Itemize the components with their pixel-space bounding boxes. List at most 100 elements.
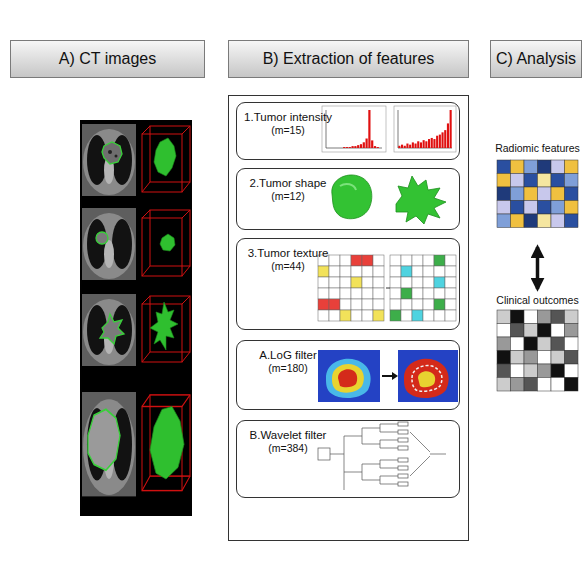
texture-matrix — [340, 255, 351, 266]
texture-matrix — [340, 299, 351, 310]
texture-matrix — [318, 299, 329, 310]
wavelet-tree — [362, 428, 380, 480]
ct-row — [82, 294, 190, 366]
feature-box: 2.Tumor shape(m=12) — [236, 168, 460, 230]
ct-row — [142, 134, 182, 192]
radiomic-heatmap — [565, 187, 579, 201]
radiomic-heatmap — [551, 160, 565, 174]
radiomic-heatmap — [524, 160, 538, 174]
texture-matrix — [329, 255, 340, 266]
clinical-heatmap — [538, 310, 552, 324]
log-filter-image — [332, 364, 364, 393]
wavelet-tree — [398, 422, 408, 426]
wavelet-tree — [430, 454, 446, 455]
intensity-histogram — [439, 135, 441, 148]
clinical-heatmap — [497, 324, 511, 338]
texture-matrix — [412, 255, 423, 266]
wavelet-tree — [330, 454, 344, 455]
intensity-histogram — [412, 142, 414, 148]
radiomic-heatmap — [538, 174, 552, 188]
intensity-histogram — [450, 110, 452, 148]
radiomic-heatmap — [538, 214, 552, 228]
text-wrap: A.LoG filter(m=180) — [240, 348, 336, 375]
section-title: B) Extraction of features — [263, 50, 435, 68]
wavelet-tree — [362, 428, 363, 480]
radiomic-heatmap — [524, 174, 538, 188]
ct-row — [82, 208, 136, 280]
feature-box: A.LoG filter(m=180) — [236, 340, 460, 410]
texture-matrix — [445, 277, 456, 288]
texture-matrix — [390, 299, 401, 310]
log-filter-image — [318, 350, 458, 402]
radiomic-heatmap — [524, 201, 538, 215]
intensity-histogram — [380, 148, 382, 149]
intensity-histogram — [431, 138, 433, 148]
texture-matrix — [373, 310, 384, 321]
texture-matrix — [329, 277, 340, 288]
texture-matrix — [390, 288, 401, 299]
ct-row — [142, 126, 190, 192]
log-filter-image — [318, 350, 380, 402]
feature-label: B.Wavelet filter — [240, 428, 336, 442]
ct-row — [150, 407, 184, 480]
log-filter-image — [382, 375, 392, 377]
feature-box: B.Wavelet filter(m=384) — [236, 420, 460, 498]
intensity-histogram — [447, 123, 449, 148]
clinical-heatmap — [565, 337, 579, 351]
ct-row — [87, 219, 107, 269]
clinical-heatmap — [524, 310, 538, 324]
feature-box: 1.Tumor intensity(m=15) — [236, 102, 460, 160]
texture-matrix — [412, 266, 423, 277]
section-title: A) CT images — [59, 50, 157, 68]
wavelet-tree — [398, 474, 408, 478]
ct-row — [104, 240, 114, 268]
intensity-histogram — [394, 106, 456, 152]
log-filter-image — [392, 372, 398, 380]
ct-row — [82, 392, 136, 496]
radiomic-heatmap — [551, 214, 565, 228]
radiomic-heatmap — [565, 160, 579, 174]
intensity-histogram — [398, 110, 452, 148]
clinical-heatmap — [524, 378, 538, 392]
clinical-heatmap — [538, 351, 552, 365]
intensity-histogram — [420, 142, 422, 148]
clinical-heatmap — [511, 337, 525, 351]
double-arrow — [536, 247, 540, 289]
text-wrap: B) Extraction of features — [229, 41, 468, 77]
ct-row — [88, 409, 120, 470]
texture-matrix — [351, 277, 362, 288]
intensity-histogram — [335, 148, 337, 149]
radiomic-heatmap — [497, 201, 511, 215]
texture-matrix — [401, 255, 412, 266]
text-wrap: Clinical outcomes — [490, 294, 585, 307]
section-header: A) CT images — [10, 40, 205, 78]
intensity-histogram — [340, 148, 342, 149]
radiomic-heatmap — [538, 160, 552, 174]
intensity-histogram — [357, 145, 359, 148]
intensity-histogram — [406, 144, 408, 148]
wavelet-tree — [410, 432, 430, 476]
wavelet-tree — [318, 422, 446, 490]
ct-row — [102, 142, 122, 164]
radiomic-heatmap — [565, 214, 579, 228]
tumor-shape-render — [396, 176, 446, 224]
ct-row — [112, 219, 132, 269]
ct-row — [154, 138, 176, 176]
feature-label: (m=15) — [240, 124, 336, 137]
radiomic-heatmap — [511, 214, 525, 228]
ct-row — [83, 129, 135, 195]
texture-matrix — [351, 255, 362, 266]
clinical-heatmap — [524, 324, 538, 338]
radiomic-heatmap — [497, 187, 511, 201]
texture-matrix — [340, 277, 351, 288]
texture-matrix — [351, 299, 362, 310]
tumor-shape-render — [340, 184, 356, 190]
radiomic-heatmap — [497, 160, 578, 228]
texture-matrix — [351, 288, 362, 299]
texture-matrix — [423, 266, 434, 277]
clinical-heatmap — [551, 324, 565, 338]
wavelet-tree — [398, 438, 408, 442]
